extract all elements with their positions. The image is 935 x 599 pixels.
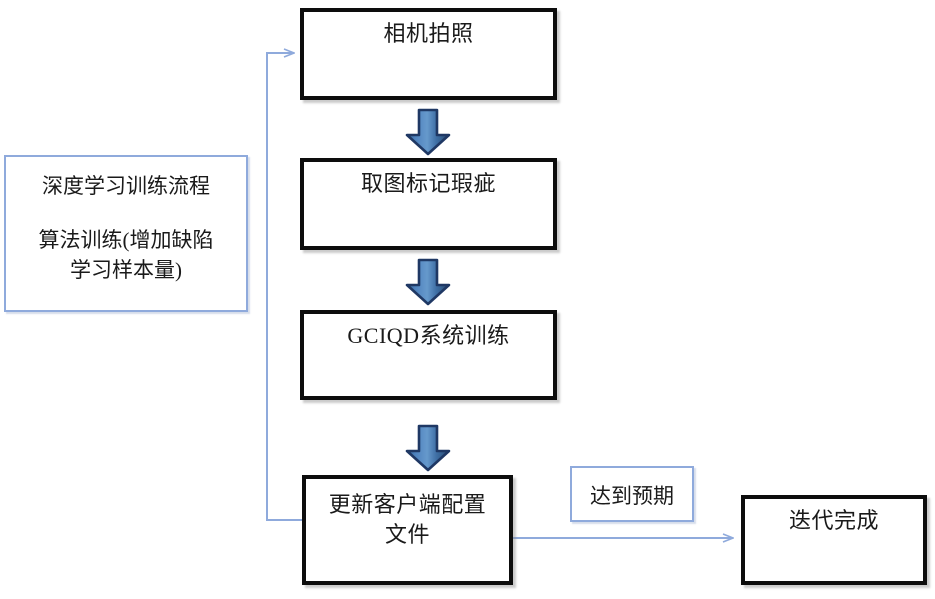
arrow-mark-to-training xyxy=(405,258,451,306)
node-mark-defects-label: 取图标记瑕疵 xyxy=(360,171,496,196)
feedback-loop-edge xyxy=(266,53,302,521)
arrow-training-to-update xyxy=(405,424,451,472)
node-iteration-complete[interactable]: 迭代完成 xyxy=(741,495,927,585)
node-gciqd-training[interactable]: GCIQD系统训练 xyxy=(300,310,557,400)
note-line-2: 算法训练(增加缺陷 xyxy=(38,228,214,252)
arrow-capture-to-mark xyxy=(405,108,451,156)
node-camera-capture[interactable]: 相机拍照 xyxy=(300,8,557,100)
note-line-3: 学习样本量) xyxy=(70,258,182,282)
edge-label-expected-result: 达到预期 xyxy=(590,484,674,508)
training-process-note-box: 深度学习训练流程 算法训练(增加缺陷 学习样本量) xyxy=(4,155,248,312)
node-update-client-config-label-line2: 文件 xyxy=(384,522,430,547)
node-mark-defects[interactable]: 取图标记瑕疵 xyxy=(300,158,557,250)
node-update-client-config-label-line1: 更新客户端配置 xyxy=(328,492,487,517)
edge-label-expected-result-box: 达到预期 xyxy=(570,466,694,522)
note-line-1: 深度学习训练流程 xyxy=(42,174,210,198)
node-gciqd-training-label: GCIQD系统训练 xyxy=(347,323,510,348)
node-update-client-config[interactable]: 更新客户端配置 文件 xyxy=(302,475,513,585)
node-iteration-complete-label: 迭代完成 xyxy=(788,508,879,533)
node-camera-capture-label: 相机拍照 xyxy=(383,21,474,46)
